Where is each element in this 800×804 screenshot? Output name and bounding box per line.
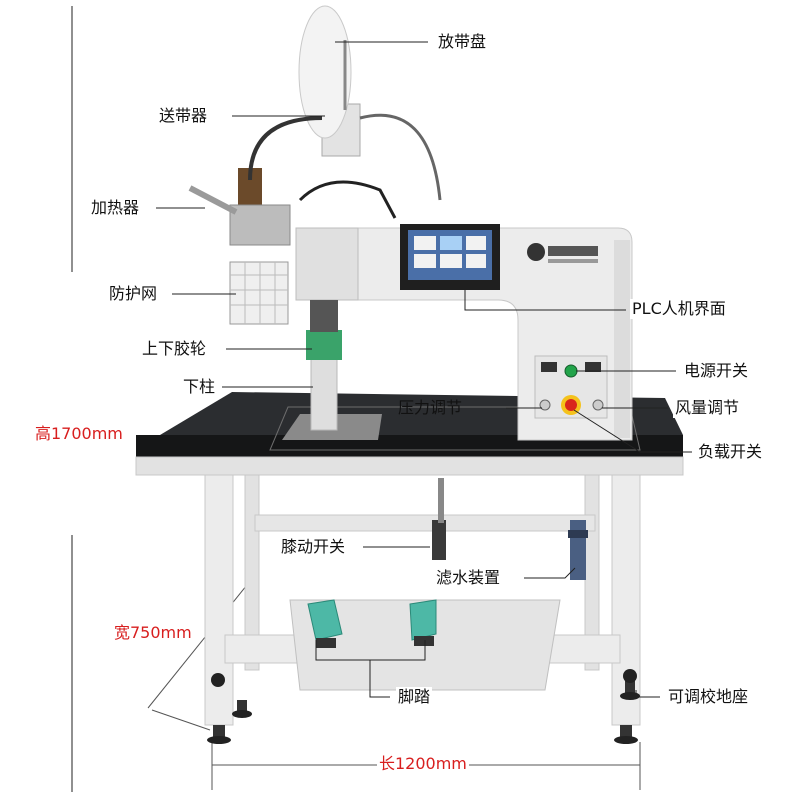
label-air-adjust: 风量调节	[673, 398, 742, 418]
air-hose	[248, 116, 323, 181]
leader-lines	[156, 41, 692, 698]
leader-load-switch	[573, 409, 692, 453]
label-pressure-adjust: 压力调节	[398, 398, 463, 417]
dimension-length: 长1200mm	[377, 754, 469, 774]
label-water-filter: 滤水装置	[434, 568, 503, 588]
label-lower-column: 下柱	[181, 377, 218, 397]
label-tape-reel: 放带盘	[436, 32, 489, 52]
label-knee-switch: 膝动开关	[279, 537, 348, 557]
leveling-foot-right	[614, 725, 638, 744]
leader-leveling-feet	[635, 690, 660, 698]
foot-pedal-right	[409, 599, 437, 646]
knee-switch	[432, 478, 446, 560]
label-power-switch: 电源开关	[682, 361, 751, 381]
leader-foot-pedal-stem	[369, 660, 390, 698]
label-guard-net: 防护网	[107, 284, 160, 304]
power-button-green	[564, 364, 578, 378]
upper-crossbar	[254, 514, 596, 532]
leg-knob-right	[623, 669, 637, 683]
caster-right	[620, 680, 640, 700]
label-load-switch: 负载开关	[696, 442, 765, 462]
leg-knob-left	[211, 673, 225, 687]
tape-reel	[298, 5, 352, 139]
label-plc: PLC人机界面	[630, 299, 728, 319]
foot-pedal-left	[307, 599, 343, 648]
head-block	[295, 227, 359, 301]
guard-net	[229, 261, 289, 325]
pressure-knob	[539, 399, 551, 411]
label-leveling-feet: 可调校地座	[666, 687, 751, 707]
label-rollers: 上下胶轮	[140, 339, 209, 359]
label-heater: 加热器	[89, 198, 142, 218]
caster-left	[232, 700, 252, 718]
air-knob	[592, 399, 604, 411]
brand-logo-icon	[527, 243, 545, 261]
leader-plc	[464, 290, 626, 311]
width-dimension-line	[147, 574, 256, 709]
rollers	[306, 330, 342, 360]
label-foot-pedal: 脚踏	[396, 687, 433, 707]
leader-water-filter	[524, 567, 576, 579]
leveling-foot-left	[207, 725, 231, 744]
dimension-width: 宽750mm	[112, 623, 194, 643]
width-dimension-line-2	[151, 709, 211, 731]
machine-body	[188, 5, 633, 441]
label-tape-feeder: 送带器	[157, 106, 210, 126]
water-filter	[568, 520, 588, 580]
dimension-height: 高1700mm	[33, 424, 125, 444]
